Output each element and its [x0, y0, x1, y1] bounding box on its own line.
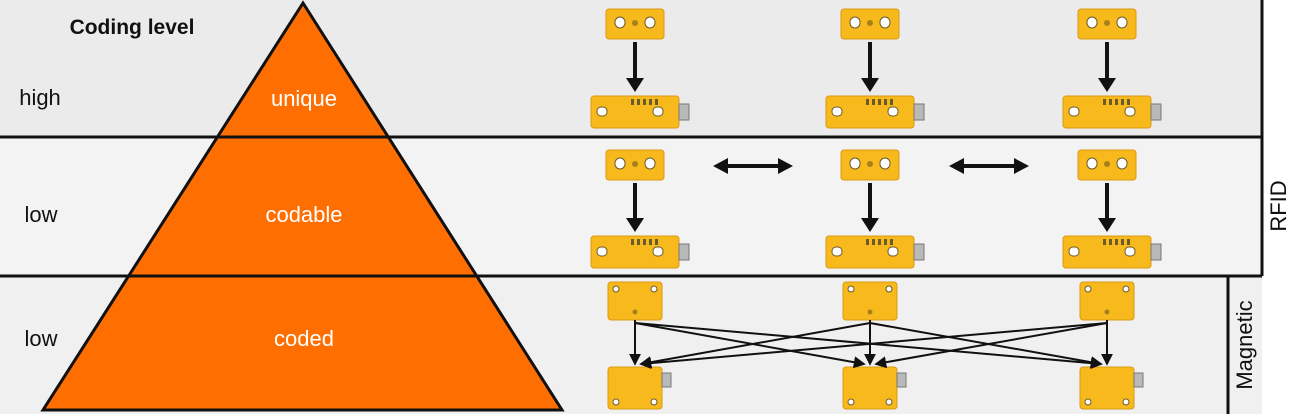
- rfid-label: RFID: [1266, 180, 1291, 231]
- rfid-actuator-unique-2: [840, 8, 900, 40]
- arrow-down-codable-1-head: [626, 218, 644, 232]
- rfid-actuator-unique-3: [1077, 8, 1137, 40]
- rfid-sensor-unique-2: [825, 95, 925, 129]
- magnet-sensor-1: [607, 366, 672, 410]
- level-label-low-2: low: [24, 326, 57, 351]
- arrow-swap-2-head-left: [949, 158, 964, 174]
- rfid-sensor-codable-2: [825, 235, 925, 269]
- rfid-sensor-codable-1: [590, 235, 690, 269]
- rfid-actuator-codable-3: [1077, 149, 1137, 181]
- magnet-actuator-3: [1079, 281, 1135, 321]
- level-label-low-1: low: [24, 202, 57, 227]
- coding-level-title: Coding level: [70, 16, 195, 39]
- arrow-swap-1-head-left: [713, 158, 728, 174]
- tier-label-unique: unique: [271, 86, 337, 111]
- tier-label-coded: coded: [274, 326, 334, 351]
- arrow-down-codable-3-head: [1098, 218, 1116, 232]
- rfid-actuator-codable-2: [840, 149, 900, 181]
- arrow-down-unique-2-head: [861, 78, 879, 92]
- rfid-actuator-codable-1: [605, 149, 665, 181]
- rfid-sensor-unique-1: [590, 95, 690, 129]
- magnet-sensor-3: [1079, 366, 1144, 410]
- magnetic-label: Magnetic: [1232, 300, 1257, 389]
- rfid-actuator-unique-1: [605, 8, 665, 40]
- arrow-down-unique-1-head: [626, 78, 644, 92]
- rfid-sensor-unique-3: [1062, 95, 1162, 129]
- magnet-actuator-1: [607, 281, 663, 321]
- level-label-high: high: [19, 85, 61, 110]
- magnet-actuator-2: [842, 281, 898, 321]
- rfid-sensor-codable-3: [1062, 235, 1162, 269]
- pyramid: [40, 0, 565, 412]
- magnet-sensor-2: [842, 366, 907, 410]
- arrow-down-unique-3-head: [1098, 78, 1116, 92]
- arrow-down-codable-2-head: [861, 218, 879, 232]
- arrow-swap-2-head-right: [1014, 158, 1029, 174]
- arrow-swap-1-head-right: [778, 158, 793, 174]
- magnetic-cross-connections: [629, 320, 1113, 370]
- tier-label-codable: codable: [265, 202, 342, 227]
